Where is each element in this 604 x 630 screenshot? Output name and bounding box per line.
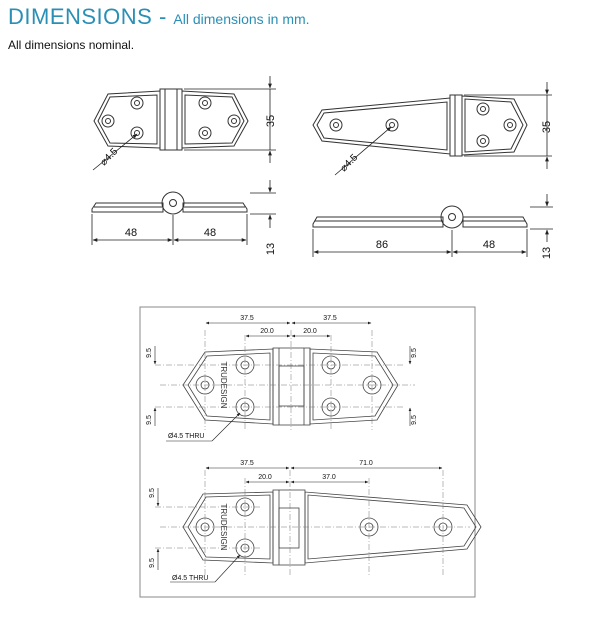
screw-hole [227,114,241,128]
thickness-label: 13 [541,247,553,259]
screw-hole [198,126,212,140]
page-title: DIMENSIONS [8,4,153,29]
page-subtitle: All dimensions in mm. [173,11,310,27]
hinge-asymmetric-side [312,205,528,229]
screw-hole [476,102,490,116]
span-label: 71.0 [359,460,373,467]
detail-drawing-frame [139,306,476,598]
dim-lower-spans [156,466,443,570]
pitch-label: 20.0 [258,474,272,481]
thru-hole-label: Ø4.5 THRU [168,433,204,440]
nominal-note: All dimensions nominal. [8,38,135,52]
dim-widths-right [312,194,553,257]
screw-hole [476,134,490,148]
right-width-label: 48 [204,227,216,239]
left-width-label: 48 [125,227,137,239]
hinge-symmetric-plan [93,88,249,151]
hinge-symmetric-side [91,191,248,215]
right-width-label: 48 [483,239,495,251]
screw-hole [385,118,399,132]
span-label: 37.5 [240,460,254,467]
offset-label: 9.5 [149,558,156,568]
pitch-label: 37.0 [322,474,336,481]
thru-hole-label: Ø4.5 THRU [172,575,208,582]
dim-lower-thru-leader [170,554,241,583]
hole-diameter-label: ⌀4.5 [338,152,360,174]
offset-label: 9.5 [411,415,418,425]
dim-hole-diameter-left [92,133,138,171]
dim-hole-diameter-right [334,126,392,176]
thickness-label: 13 [265,243,277,255]
span-label: 37.5 [323,315,337,322]
screw-hole [101,114,115,128]
dim-upper-spans [153,321,412,426]
detail-upper-hinge [182,347,399,426]
screw-hole [503,118,517,132]
offset-label: 9.5 [146,415,153,425]
detail-lower-centerlines [155,470,470,575]
offset-label: 9.5 [411,348,418,358]
dim-widths-left [91,180,276,245]
left-width-label: 86 [376,239,388,251]
height-label: 35 [265,115,277,127]
title-separator: - [152,4,174,29]
brand-stamp: TRUDESIGN [219,503,228,550]
offset-label: 9.5 [146,348,153,358]
hole-diameter-label: ⌀4.5 [98,146,120,168]
dim-upper-thru-leader [166,412,241,442]
detail-upper-centerlines [155,330,415,430]
screw-hole [130,96,144,110]
offset-label: 9.5 [149,488,156,498]
screw-hole [198,96,212,110]
page-header: DIMENSIONS - All dimensions in mm. [8,4,310,30]
pitch-label: 20.0 [303,328,317,335]
height-label: 35 [541,121,553,133]
brand-stamp: TRUDESIGN [219,361,228,408]
span-label: 37.5 [240,315,254,322]
dim-height-right [464,82,552,169]
dim-height-left [184,76,276,163]
pitch-label: 20.0 [260,328,274,335]
screw-hole [329,118,343,132]
hinge-asymmetric-plan [312,94,528,157]
